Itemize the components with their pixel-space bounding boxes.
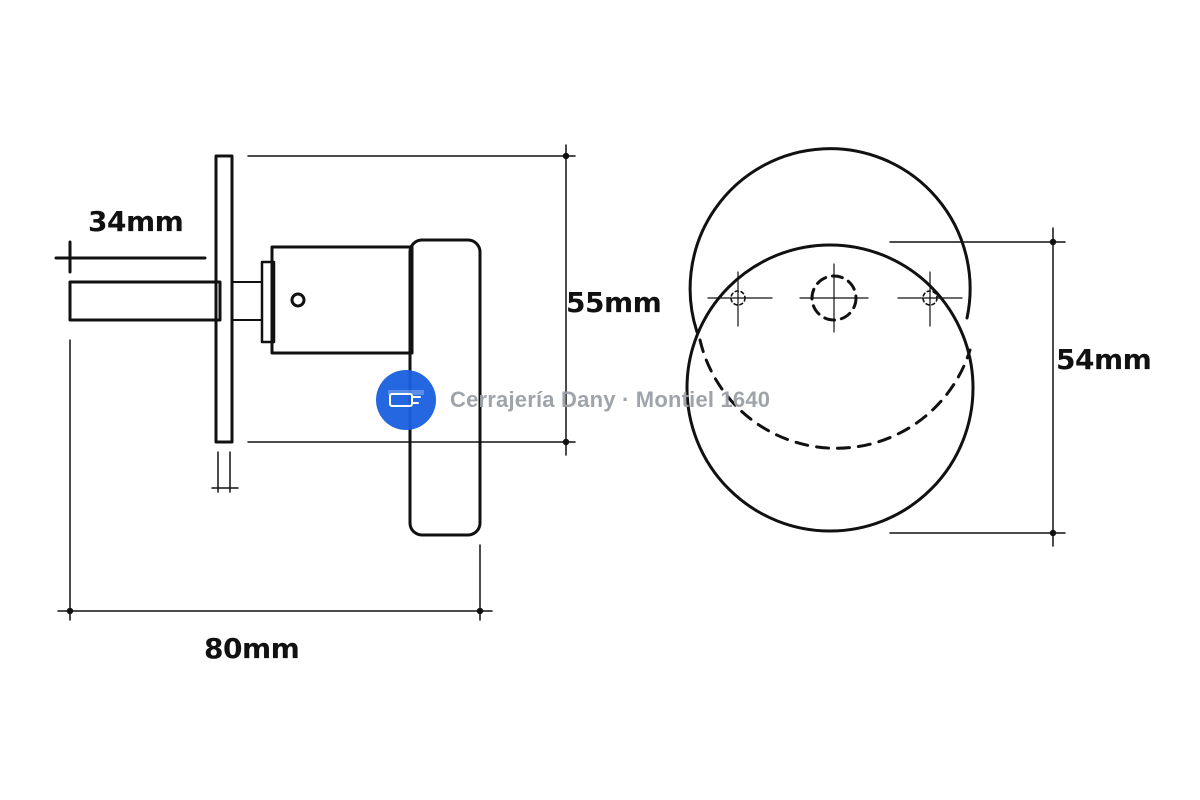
set-screw (290, 292, 306, 308)
knob-body (270, 245, 414, 355)
dim-80-dot (66, 607, 74, 615)
watermark-text: Cerrajería Dany · Montiel 1640 (450, 387, 771, 412)
side-view-dimensions (54, 144, 576, 621)
dim-80-dot (476, 607, 484, 615)
collar (231, 281, 263, 321)
key-logo-icon (376, 370, 436, 430)
front-view-dimensions (889, 227, 1066, 547)
dimension-label-rose-height: 55mm (566, 286, 662, 319)
watermark: Cerrajería Dany · Montiel 1640 (376, 370, 770, 430)
dim-55-dot (562, 152, 570, 160)
screw-hole-left (730, 290, 746, 306)
dim-54-dot (1049, 238, 1057, 246)
rose-hidden-edge (698, 338, 972, 450)
rose-plate (214, 154, 234, 444)
dim-54-dot (1049, 529, 1057, 537)
knob-outline (685, 243, 975, 533)
spindle (68, 280, 222, 322)
front-view (685, 147, 975, 533)
watermark-logo (376, 370, 436, 430)
rose-outline (688, 147, 972, 334)
dimension-label-spindle: 34mm (88, 205, 184, 238)
dimension-label-overall-length: 80mm (204, 632, 300, 665)
neck-ring (260, 260, 276, 344)
dim-55-dot (562, 438, 570, 446)
dimension-label-knob-diameter: 54mm (1056, 343, 1152, 376)
screw-hole-right (922, 290, 938, 306)
